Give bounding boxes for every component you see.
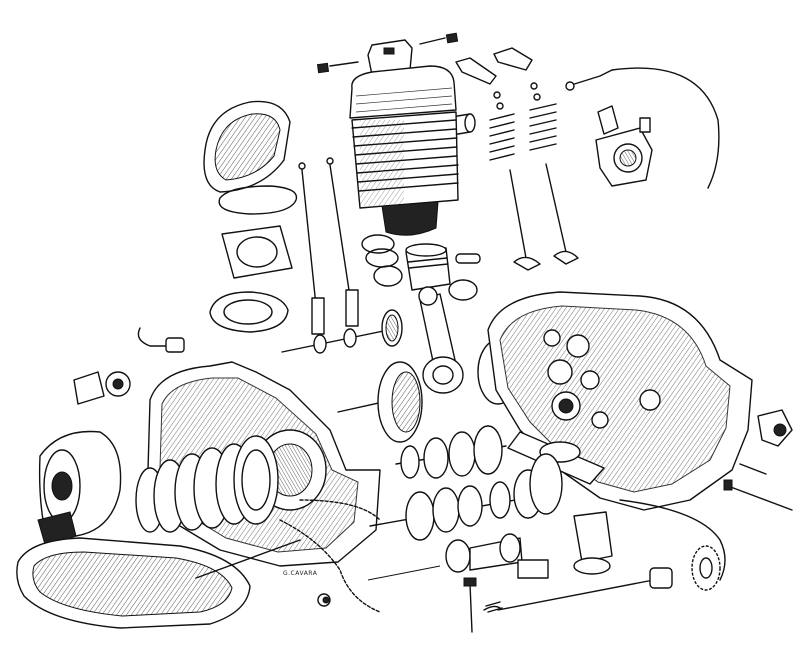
valves <box>509 163 579 271</box>
gear-selector <box>445 533 549 579</box>
drain-bolts <box>723 463 793 511</box>
head-studs <box>316 32 459 74</box>
connecting-rod <box>418 286 464 394</box>
valve-springs <box>489 82 557 161</box>
gearbox-layshaft <box>395 425 507 479</box>
contact-breaker <box>73 371 131 405</box>
kickstart-spindle <box>367 565 673 613</box>
cylinder-head <box>349 39 476 137</box>
primary-cover <box>16 537 301 629</box>
crankcase-right <box>487 291 753 511</box>
wiring-lead <box>619 499 726 581</box>
artist-signature: G.CAVARA <box>283 570 318 577</box>
final-drive-sprocket <box>691 545 721 591</box>
pushrods <box>298 157 359 335</box>
clutch-pack <box>135 435 279 533</box>
kickstart-pinion <box>573 511 613 575</box>
gearbox-mainshaft <box>369 453 563 541</box>
throttle-cable <box>565 67 720 189</box>
carburettor <box>595 105 653 187</box>
piston-rings <box>361 234 478 301</box>
rocker-arms <box>455 47 533 85</box>
camshaft <box>281 309 403 354</box>
primary-chain <box>279 499 381 613</box>
timing-cover <box>203 100 291 193</box>
small-bolts <box>317 577 477 633</box>
gasket-square <box>221 225 293 279</box>
piston <box>405 243 481 291</box>
gasket-oval <box>218 185 298 215</box>
gasket-flange <box>209 291 289 333</box>
generator <box>37 430 122 549</box>
oil-pipe-fitting <box>137 327 185 353</box>
cylinder-barrel <box>351 111 459 236</box>
oil-banjo <box>757 409 793 447</box>
